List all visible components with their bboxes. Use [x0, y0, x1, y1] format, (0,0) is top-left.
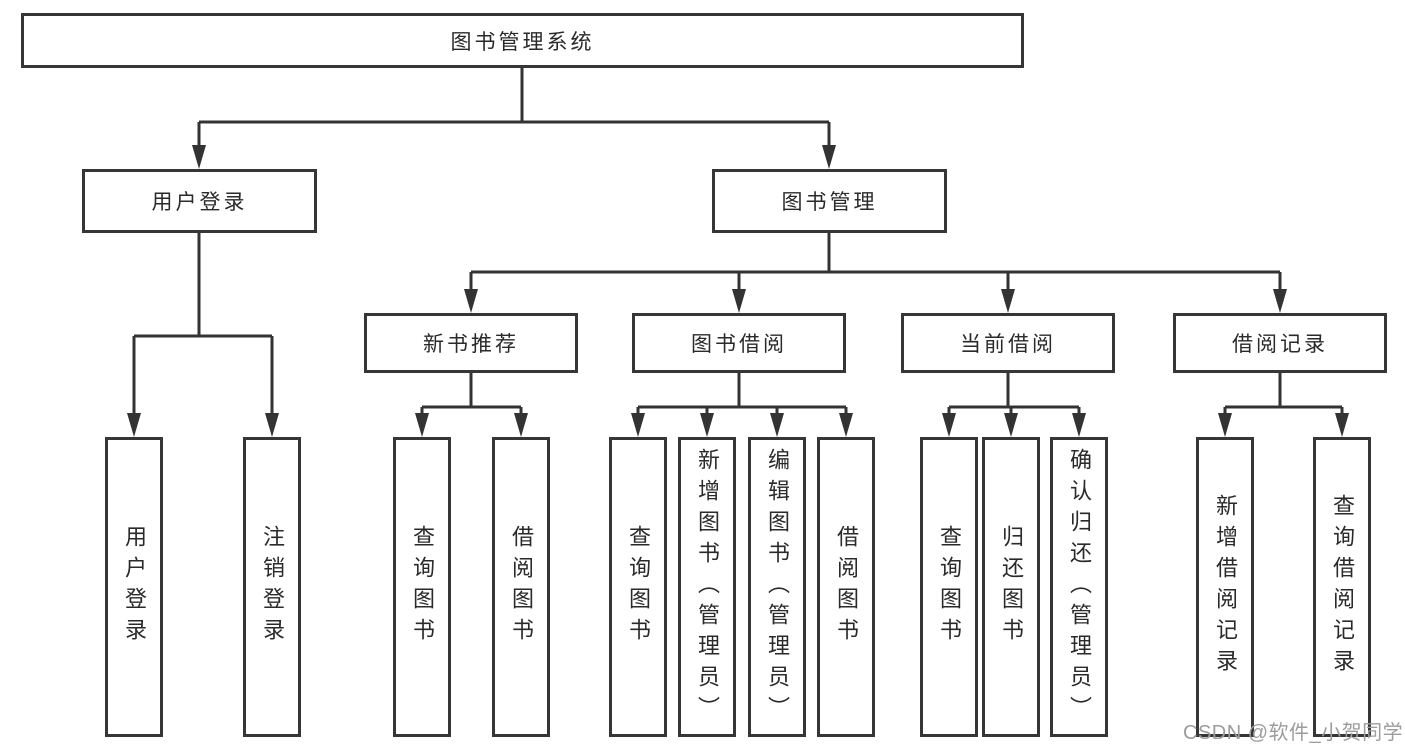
leaf-confirm-return-admin: 确认归还（管理员）: [1050, 437, 1108, 737]
leaf-query-borrow-record: 查询借阅记录: [1313, 437, 1371, 737]
node-book-borrowing: 图书借阅: [632, 313, 846, 373]
node-book-management: 图书管理: [712, 169, 947, 233]
leaf-add-borrow-record: 新增借阅记录: [1196, 437, 1254, 737]
leaf-return-books: 归还图书: [982, 437, 1040, 737]
csdn-watermark: CSDN @软件_小贺同学: [1183, 722, 1404, 744]
leaf-borrow-books-recommend: 借阅图书: [492, 437, 550, 737]
node-new-book-recommendation: 新书推荐: [364, 313, 578, 373]
leaf-logout: 注销登录: [243, 437, 301, 737]
leaf-query-books-current: 查询图书: [920, 437, 978, 737]
node-user-login: 用户登录: [82, 169, 317, 233]
leaf-add-book-admin: 新增图书（管理员）: [678, 437, 736, 737]
leaf-query-books-borrowing: 查询图书: [609, 437, 667, 737]
leaf-query-books-recommend: 查询图书: [393, 437, 451, 737]
node-current-borrowing: 当前借阅: [901, 313, 1115, 373]
node-borrowing-records: 借阅记录: [1173, 313, 1387, 373]
leaf-edit-book-admin: 编辑图书（管理员）: [748, 437, 806, 737]
node-library-system: 图书管理系统: [21, 13, 1024, 68]
leaf-user-login: 用户登录: [105, 437, 163, 737]
leaf-borrow-books: 借阅图书: [817, 437, 875, 737]
